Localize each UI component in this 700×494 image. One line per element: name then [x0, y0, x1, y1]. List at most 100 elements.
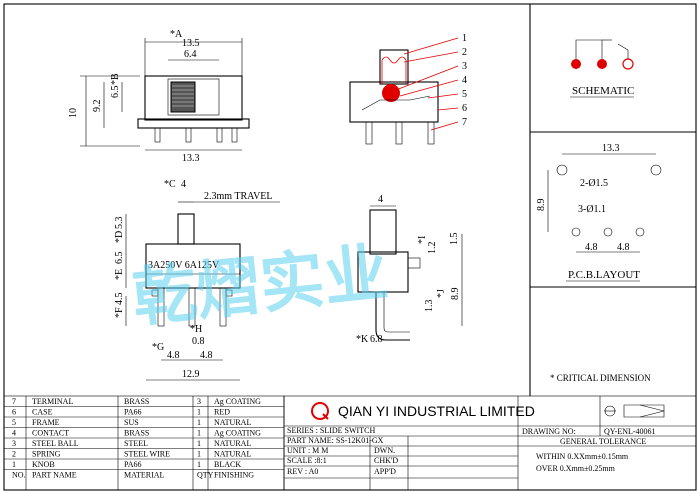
label-f: *F [114, 307, 125, 318]
top-view-slot [167, 78, 220, 116]
bom-cell-qty: 1 [197, 418, 201, 427]
callout-1: 1 [462, 33, 467, 44]
callout-2: 2 [462, 47, 467, 58]
dim-e: 6.5 [114, 252, 125, 265]
dim-knob-width: 6.4 [184, 49, 197, 60]
bom-cell-part: TERMINAL [32, 397, 73, 406]
side-view-knob [379, 49, 409, 85]
bom-cell-qty: 1 [197, 429, 201, 438]
top-view-knob [170, 81, 196, 113]
tolerance-1: WITHIN 0.XXmm±0.15mm [536, 452, 629, 461]
label-c: *C [164, 179, 176, 190]
part-name: PART NAME: SS-12K01-GX [287, 436, 384, 445]
bom-cell-no: 3 [12, 439, 16, 448]
critical-note: * CRITICAL DIMENSION [550, 373, 651, 383]
tolerance-2: OVER 0.Xmm±0.25mm [536, 464, 616, 473]
label-g: *G [152, 342, 164, 353]
bom-cell-qty: 1 [197, 460, 201, 469]
watermark: 乾熠实业 [129, 236, 391, 336]
scale: SCALE :8:1 [287, 456, 327, 465]
dim-total-front: 12.9 [182, 369, 200, 380]
bom-cell-finish: Ag COATING [214, 429, 261, 438]
pcb-pitch-2: 4.8 [617, 242, 630, 253]
bom-header-part: PART NAME [32, 471, 77, 480]
label-b: *B [110, 73, 121, 85]
bom-cell-material: BRASS [124, 397, 149, 406]
bom-cell-qty: 1 [197, 408, 201, 417]
bom-cell-finish: NATURAL [214, 418, 251, 427]
bom-cell-material: STEEL WIRE [124, 450, 170, 459]
company-logo [311, 402, 329, 420]
bom-cell-finish: Ag COATING [214, 397, 261, 406]
company-name: QIAN YI INDUSTRIAL LIMITED [338, 403, 535, 419]
bom-cell-no: 2 [12, 450, 16, 459]
bom-cell-material: PA66 [124, 408, 142, 417]
series: SERIES : SLIDE SWITCH [287, 426, 375, 435]
appd-label: APP'D [374, 467, 396, 476]
dwn-label: DWN. [374, 446, 395, 455]
end-body [357, 251, 409, 293]
label-d: *D [114, 231, 125, 243]
bom-cell-finish: NATURAL [214, 450, 251, 459]
tolerance-title: GENERAL TOLERANCE [560, 437, 646, 446]
dim-end-15: 1.5 [449, 233, 460, 246]
top-view-body [144, 75, 243, 121]
bom-cell-part: FRAME [32, 418, 60, 427]
front-view: 3A250V 6A125V *C 4 2.3mm TRAVEL *D 5.3 *… [114, 179, 280, 381]
dim-end-top: 4 [378, 194, 383, 205]
bom-header-no: NO. [12, 471, 26, 480]
bom-header-qty: QTY [197, 471, 214, 480]
top-view: *A 13.5 6.4 10 9.2 6.5 *B 13.3 [68, 29, 250, 164]
drawing-no-label: DRAWING NO: [522, 427, 576, 436]
chkd-label: CHK'D [374, 456, 398, 465]
bom-cell-finish: NATURAL [214, 439, 251, 448]
bom-cell-no: 5 [12, 418, 16, 427]
pcb-dim-height: 8.9 [536, 199, 547, 212]
bom-cell-finish: RED [214, 408, 230, 417]
unit: UNIT : M M [287, 446, 328, 455]
dim-height-inner: 9.2 [92, 100, 103, 113]
front-knob [177, 213, 195, 245]
bom-cell-no: 4 [12, 429, 16, 438]
dim-height-top: 10 [68, 108, 79, 118]
pcb-title: P.C.B.LAYOUT [568, 269, 640, 281]
steel-ball [382, 84, 400, 102]
bom-header-finish: FINISHING [214, 471, 254, 480]
pitch-2-front: 4.8 [200, 350, 213, 361]
label-a: *A [170, 29, 183, 40]
bom-cell-no: 7 [12, 397, 16, 406]
top-view-frame [137, 118, 250, 129]
dim-k: 6.8 [370, 334, 383, 345]
end-knob [369, 209, 397, 255]
dim-width-top: 13.5 [182, 38, 200, 49]
bom-cell-part: CASE [32, 408, 53, 417]
callout-3: 3 [462, 61, 467, 72]
dim-bottom-top: 13.3 [182, 153, 200, 164]
bom-cell-no: 1 [12, 460, 16, 469]
dim-b-val: 6.5 [110, 86, 121, 99]
end-view: 4 *I 1.2 1.5 *J 8.9 1.3 *K 6.8 [356, 194, 463, 345]
bom-cell-part: KNOB [32, 460, 55, 469]
drawing-no: QY-ENL-40061 [604, 427, 656, 436]
dim-end-13: 1.3 [424, 300, 435, 313]
callout-4: 4 [462, 75, 467, 86]
bom-cell-qty: 1 [197, 439, 201, 448]
bom-cell-part: SPRING [32, 450, 61, 459]
bom-cell-finish: BLACK [214, 460, 241, 469]
pitch-1-front: 4.8 [167, 350, 180, 361]
dim-d: 5.3 [114, 217, 125, 230]
callout-7: 7 [462, 117, 467, 128]
pcb-layout: 13.3 2-Ø1.5 8.9 3-Ø1.1 4.8 4.8 P.C.B.LAY… [536, 143, 662, 282]
pcb-hole-large: 2-Ø1.5 [580, 178, 608, 189]
pcb-dim-width: 13.3 [602, 143, 620, 154]
dim-i: 1.2 [427, 242, 438, 255]
dim-f: 4.5 [114, 293, 125, 306]
bom-cell-material: BRASS [124, 429, 149, 438]
label-e: *E [114, 269, 125, 280]
dim-h: 0.8 [192, 336, 205, 347]
rev: REV : A0 [287, 467, 318, 476]
pcb-pitch-1: 4.8 [585, 242, 598, 253]
bom-cell-material: PA66 [124, 460, 142, 469]
